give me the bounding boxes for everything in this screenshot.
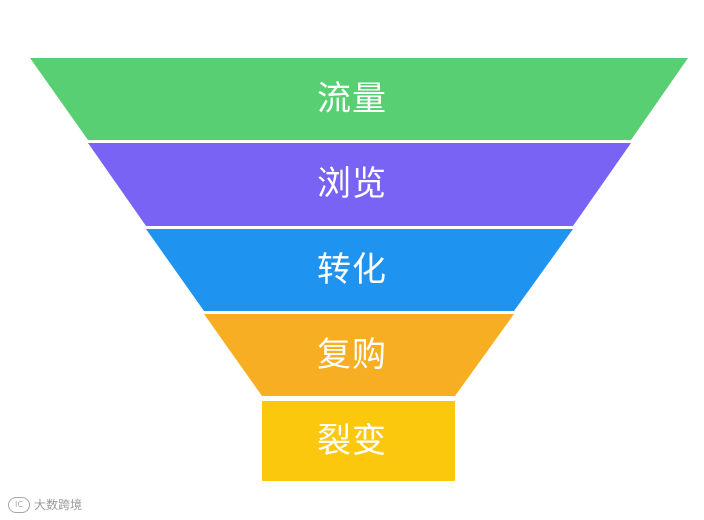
watermark: IC 大数跨境	[8, 496, 82, 513]
funnel-stage-2-shape	[88, 143, 631, 226]
funnel-stage-5-label: 裂变	[317, 421, 387, 461]
funnel-stage-5-shape	[262, 401, 455, 481]
funnel-stage-3-label: 转化	[317, 250, 387, 290]
funnel-stage-4-label: 复购	[317, 335, 387, 375]
funnel-stage-1-label: 流量	[317, 79, 387, 119]
watermark-logo-icon: IC	[8, 496, 30, 513]
funnel-stage-1-shape	[30, 58, 688, 140]
watermark-text: 大数跨境	[34, 498, 83, 512]
funnel-stage-2-label: 浏览	[317, 164, 387, 204]
funnel-stage-4-shape	[204, 314, 514, 396]
funnel-stage-3-shape	[146, 229, 573, 311]
